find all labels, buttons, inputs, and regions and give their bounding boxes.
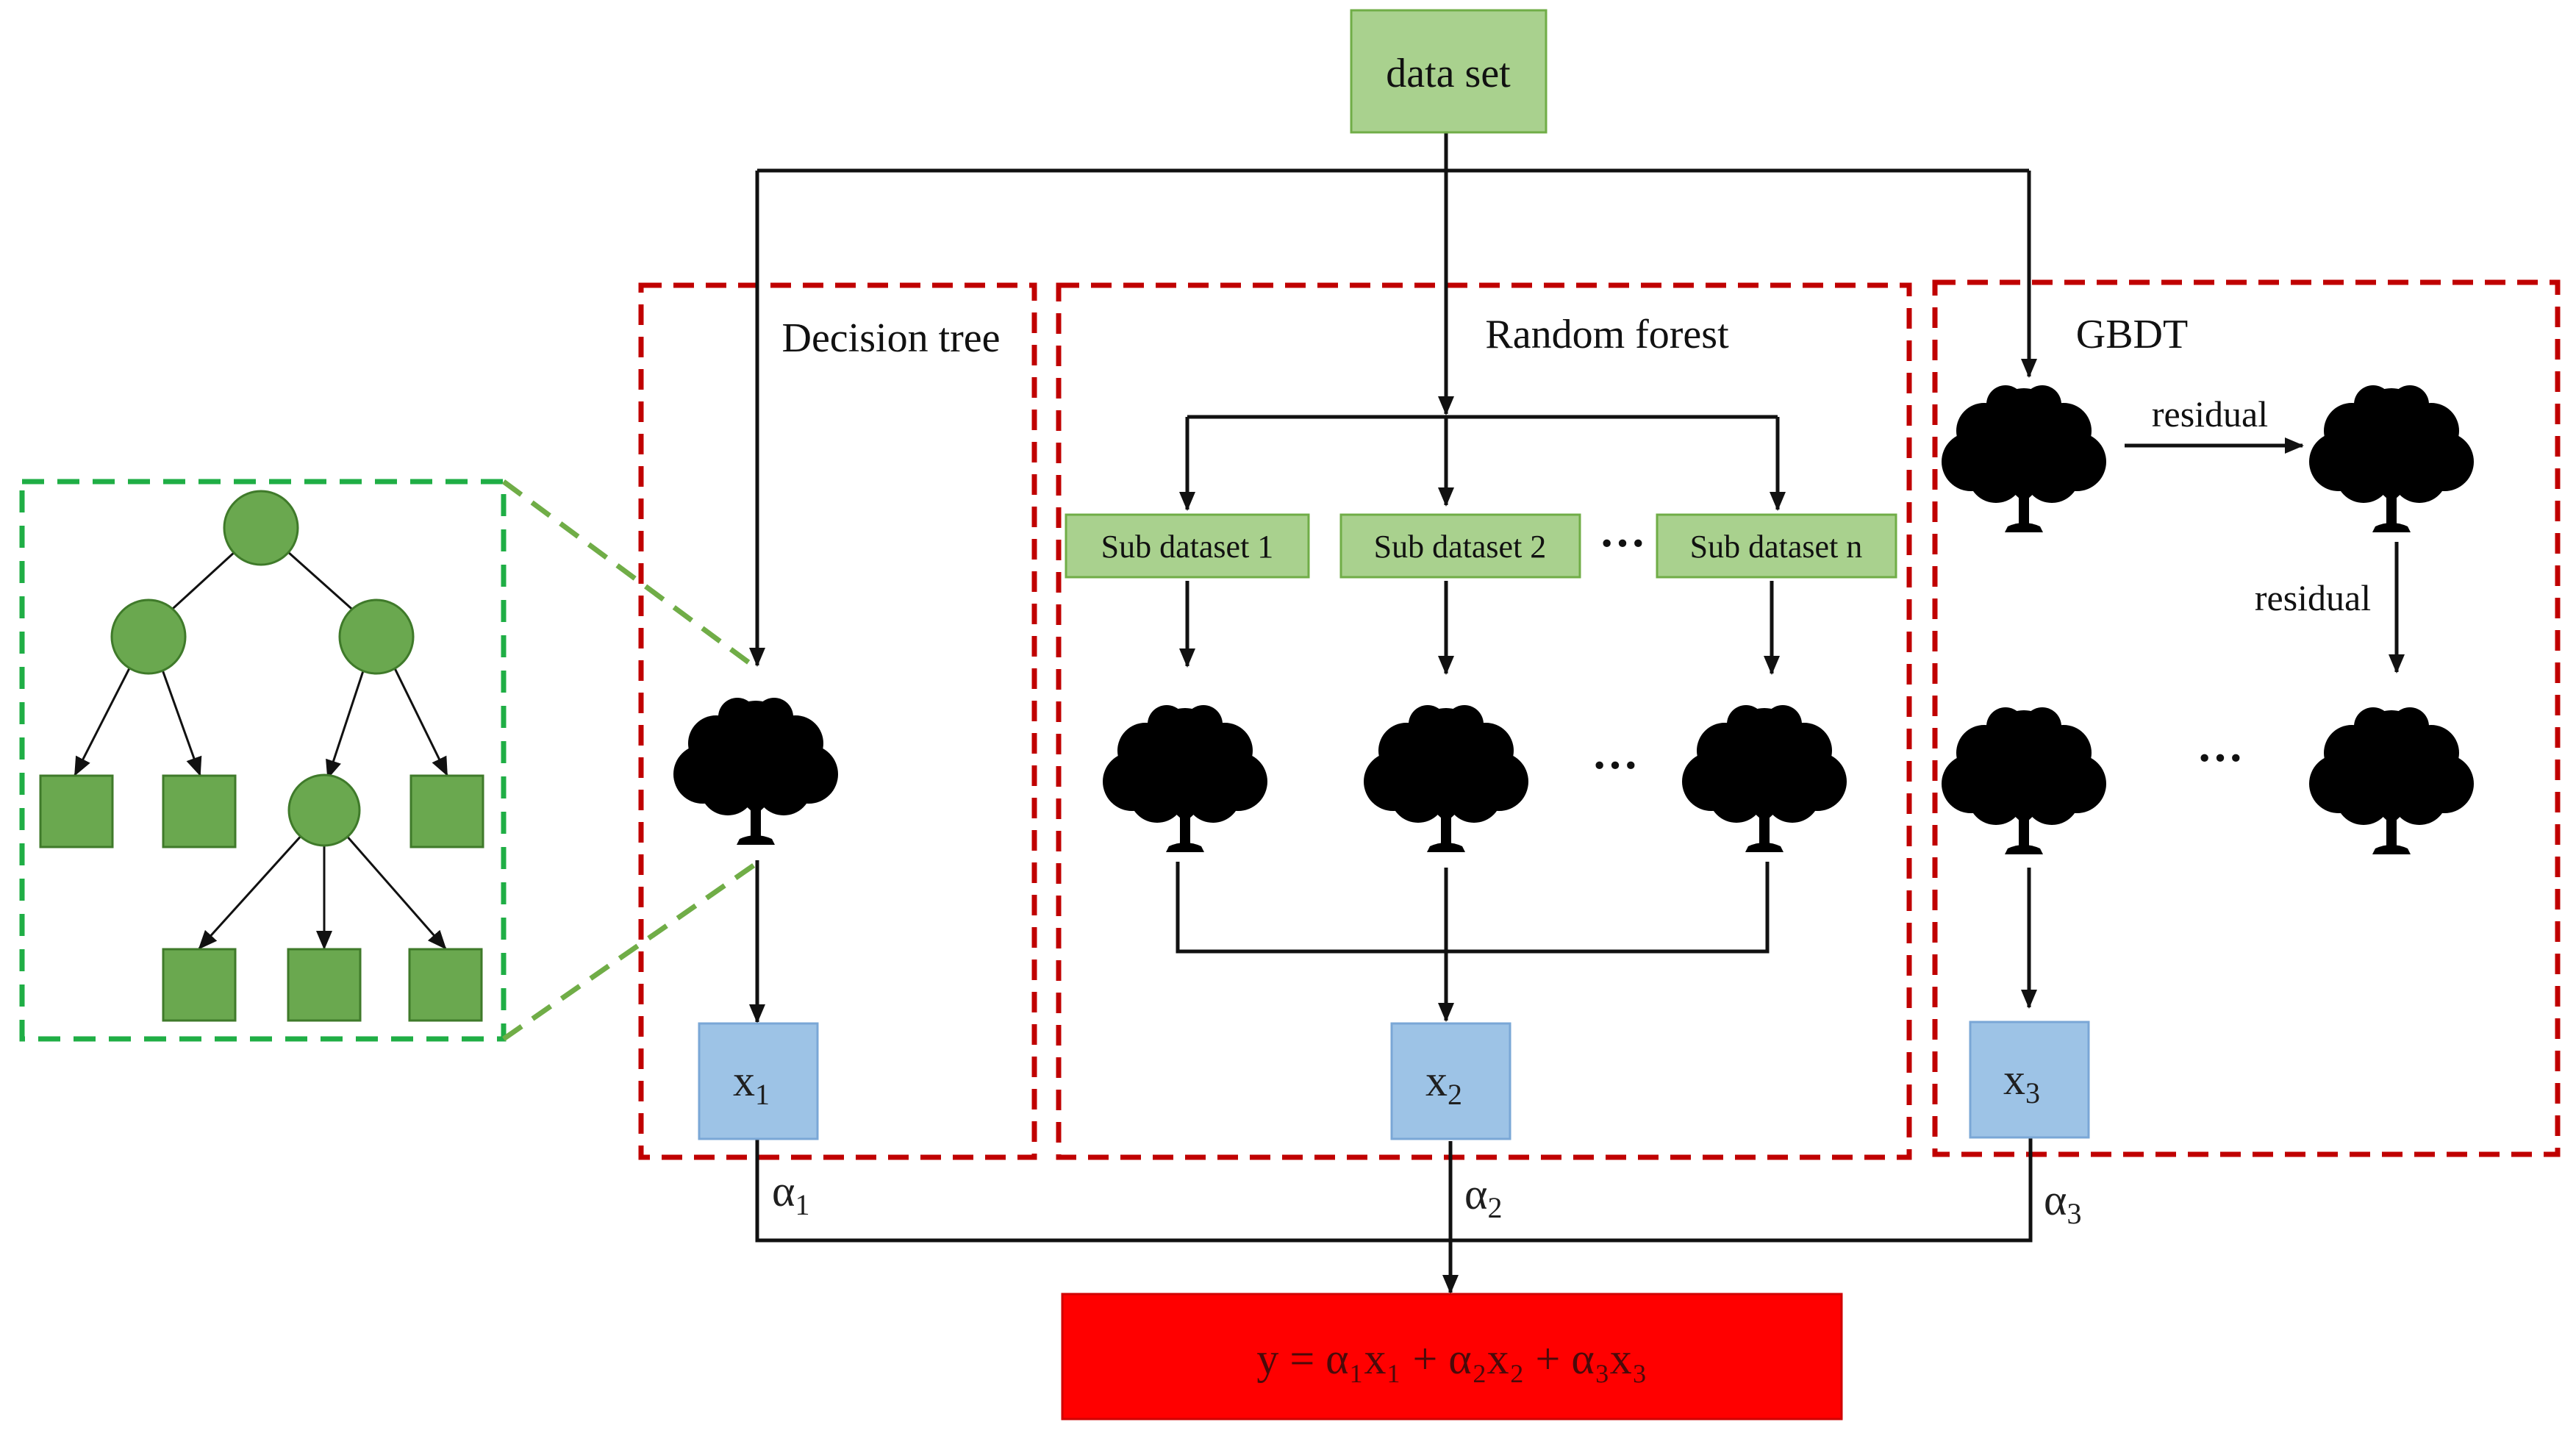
decision-tree-title: Decision tree: [782, 315, 1001, 361]
leaf-node: [39, 774, 114, 848]
decision-tree-zoom: [19, 479, 758, 1042]
leaf-node: [409, 774, 484, 848]
residual-label-1: residual: [2152, 393, 2268, 435]
leaf-node: [408, 948, 483, 1022]
rf-trees-ellipsis: ···: [1592, 739, 1639, 791]
x3-label: x: [2003, 1055, 2025, 1104]
sub-dataset-2-label: Sub dataset 2: [1374, 529, 1547, 565]
tree-icon: [1364, 705, 1528, 852]
sub-dataset-ellipsis: ···: [1599, 517, 1646, 569]
tree-icon: [1103, 705, 1267, 852]
x2-subscript: 2: [1448, 1078, 1462, 1111]
dataset-label: data set: [1386, 51, 1511, 96]
output-formula: y = α₁x₁ + α₂x₂ + α₃x₃: [1256, 1334, 1647, 1383]
x3-node: x3: [1969, 1021, 2090, 1139]
x2-label: x: [1425, 1057, 1448, 1105]
alpha1-subscript: 1: [795, 1188, 809, 1221]
leaf-node: [287, 948, 362, 1022]
x2-node: x2: [1390, 1022, 1511, 1140]
alpha2-subscript: 2: [1487, 1191, 1502, 1224]
svg-text:x2: x2: [1425, 1057, 1462, 1111]
sub-dataset-n-label: Sub dataset n: [1690, 529, 1863, 565]
gbdt-title: GBDT: [2076, 312, 2188, 357]
leaf-node: [162, 948, 237, 1022]
tree-icon: [2309, 707, 2474, 854]
alpha2-label: α: [1464, 1170, 1487, 1218]
svg-text:α1: α1: [772, 1167, 809, 1221]
residual-label-2: residual: [2255, 577, 2371, 618]
internal-node: [287, 773, 361, 847]
decision-tree-group: [638, 282, 1037, 1160]
x1-node: x1: [698, 1022, 819, 1140]
internal-node: [110, 598, 187, 675]
svg-text:α2: α2: [1464, 1170, 1502, 1224]
internal-node: [338, 598, 415, 675]
tree-icon: [2309, 385, 2474, 532]
dataset-node: data set: [1350, 9, 1548, 134]
svg-text:α3: α3: [2044, 1176, 2081, 1230]
binary-tree-diagram: [74, 526, 448, 950]
alpha1-label: α: [772, 1167, 795, 1215]
sub-dataset-n: Sub dataset n: [1656, 513, 1897, 579]
alpha3-subscript: 3: [2067, 1197, 2081, 1230]
zoom-line-bottom: [502, 862, 757, 1041]
random-forest-title: Random forest: [1485, 312, 1729, 357]
leaf-node: [162, 774, 237, 848]
zoom-frame: [19, 479, 507, 1042]
x1-subscript: 1: [755, 1078, 770, 1111]
svg-text:x3: x3: [2003, 1055, 2040, 1109]
gbdt-group: [1932, 279, 2561, 1157]
sub-dataset-2: Sub dataset 2: [1339, 513, 1581, 579]
output-node: y = α₁x₁ + α₂x₂ + α₃x₃: [1061, 1293, 1843, 1421]
zoom-line-top: [501, 479, 758, 670]
tree-icon: [1942, 707, 2106, 854]
sub-dataset-1-label: Sub dataset 1: [1101, 529, 1274, 565]
x3-subscript: 3: [2025, 1076, 2040, 1109]
tree-icon: [673, 698, 838, 845]
root-node: [223, 490, 299, 566]
alpha3-label: α: [2044, 1176, 2067, 1224]
tree-icon: [1682, 705, 1847, 852]
random-forest-group: [1056, 282, 1912, 1160]
x1-label: x: [733, 1057, 755, 1105]
connectors: [749, 132, 2405, 1294]
sub-dataset-1: Sub dataset 1: [1065, 513, 1310, 579]
svg-text:x1: x1: [733, 1057, 770, 1111]
tree-icon: [1942, 385, 2106, 532]
tree-nodes: [39, 490, 484, 1022]
gbdt-trees-ellipsis: ···: [2197, 732, 2244, 784]
